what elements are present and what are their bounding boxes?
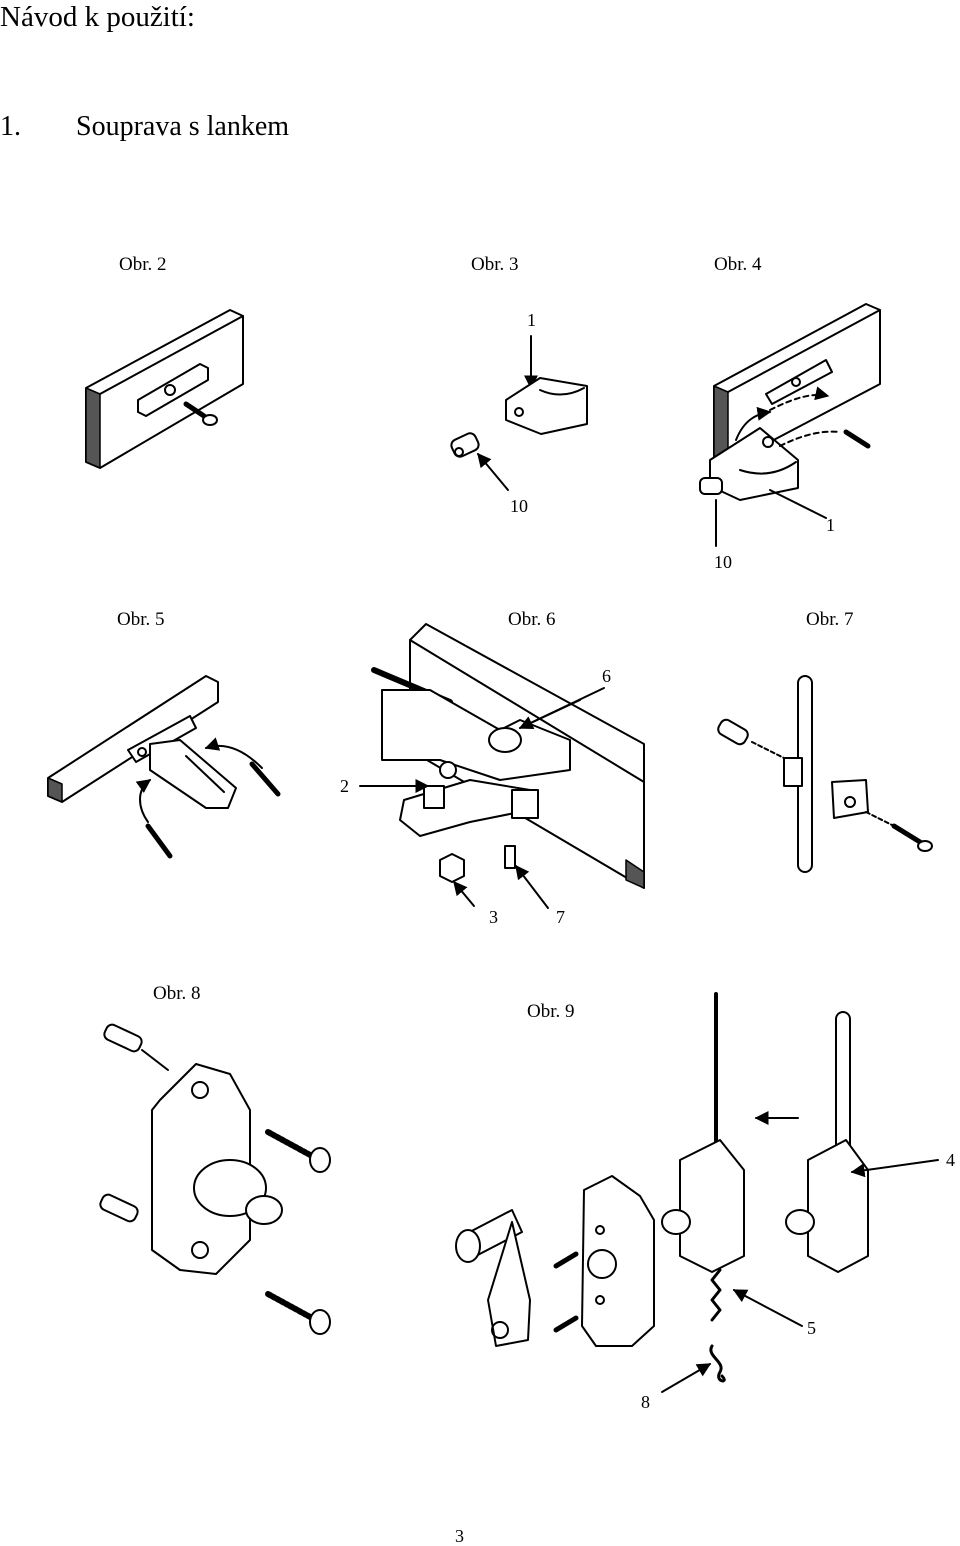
callout-obr6-7: 7	[556, 907, 565, 927]
figure-caption-obr3: Obr. 3	[471, 254, 519, 275]
callout-obr7-6: 6	[602, 666, 611, 686]
figure-caption-obr7: Obr. 7	[806, 609, 854, 630]
callout-obr9-8: 8	[641, 1392, 650, 1412]
callout-obr4-10: 10	[714, 552, 732, 572]
anchor-icon	[102, 1023, 143, 1054]
crank-handle-icon	[456, 1210, 530, 1346]
screw-icon	[556, 1254, 576, 1330]
figure-caption-obr6: Obr. 6	[508, 609, 556, 630]
figure-obr9-drawing	[456, 994, 938, 1392]
screw-icon	[268, 1294, 330, 1334]
sleeve-icon	[716, 718, 750, 747]
figure-obr3-drawing	[449, 336, 587, 490]
figure-caption-obr2: Obr. 2	[119, 254, 167, 275]
callout-obr4-1: 1	[826, 515, 835, 535]
figure-obr5-drawing	[48, 676, 278, 856]
screw-icon	[268, 1132, 330, 1172]
figure-caption-obr9: Obr. 9	[527, 1001, 575, 1022]
anchor-icon	[98, 1193, 139, 1224]
sleeve-icon	[449, 431, 480, 458]
callout-obr9-4: 4	[946, 1150, 955, 1170]
figure-obr2-drawing	[86, 310, 243, 468]
callout-obr3-10: 10	[510, 496, 528, 516]
callout-obr9-5: 5	[807, 1318, 816, 1338]
screw-icon	[894, 826, 932, 851]
figure-caption-obr4: Obr. 4	[714, 254, 762, 275]
page-number: 3	[455, 1526, 464, 1546]
figure-caption-obr8: Obr. 8	[153, 983, 201, 1004]
figure-obr7-drawing	[520, 676, 932, 872]
section-number: 1.	[0, 111, 21, 142]
document-title: Návod k použití:	[0, 1, 195, 33]
screw-icon	[186, 404, 217, 425]
figure-caption-obr5: Obr. 5	[117, 609, 165, 630]
figure-obr4-drawing	[700, 304, 880, 546]
figure-obr6-drawing	[360, 624, 644, 908]
callout-obr3-1: 1	[527, 310, 536, 330]
callout-obr6-3: 3	[489, 907, 498, 927]
callout-obr6-2: 2	[340, 776, 349, 796]
figure-obr8-drawing	[98, 1023, 330, 1334]
section-title: Souprava s lankem	[76, 111, 290, 142]
